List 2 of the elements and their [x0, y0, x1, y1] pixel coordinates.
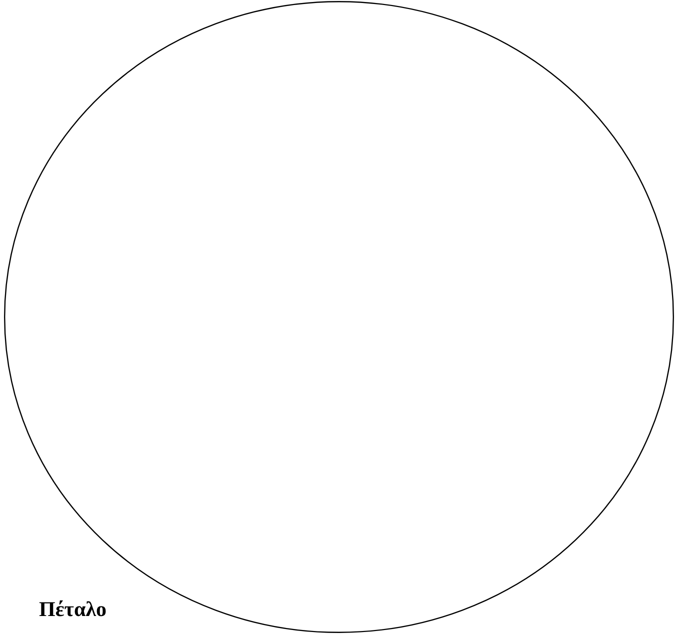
petal-ellipse	[4, 1, 674, 633]
node-label: Πέταλο	[39, 597, 107, 622]
